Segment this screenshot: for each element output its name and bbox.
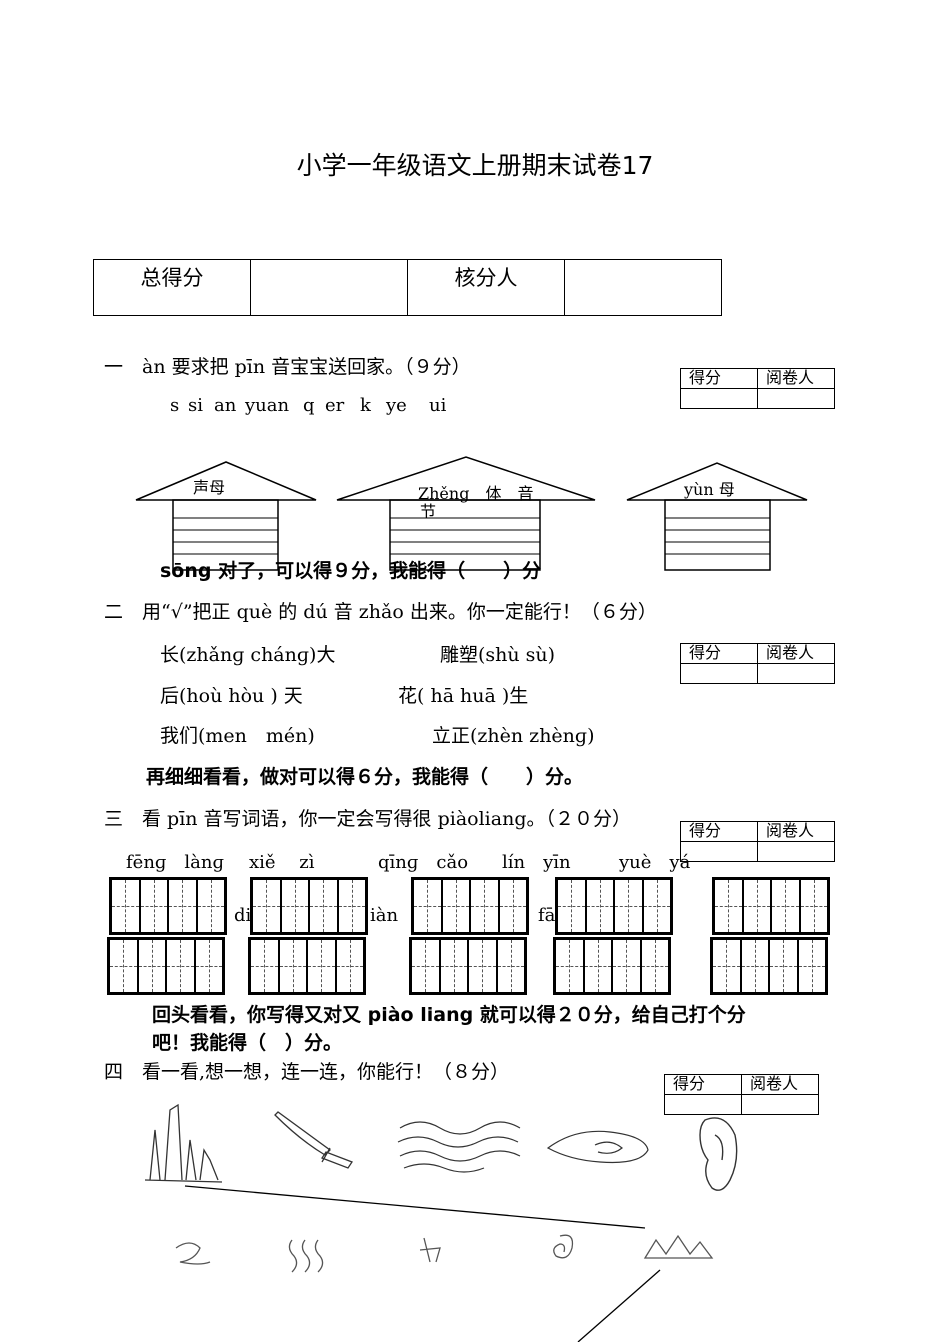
writing-grid[interactable]: [712, 877, 830, 935]
q1-letter: ye: [386, 395, 407, 416]
water-picture: [397, 1121, 521, 1173]
q3-self-score-line1: 回头看看，你写得又对又 piào liang 就可以得２０分，给自己打个分: [152, 1004, 746, 1026]
q2-grader-box: 得分阅卷人: [680, 643, 835, 684]
q1-grader-box: 得分阅卷人: [680, 368, 835, 409]
house-finals: [626, 462, 808, 571]
q3-pinyin: lín yīn: [502, 852, 571, 873]
q2-item[interactable]: 后(hoù hòu ) 天: [160, 685, 303, 707]
knife-picture: [274, 1111, 353, 1169]
total-score-table: 总得分 核分人: [93, 259, 722, 316]
q4-score-label: 得分: [664, 1074, 742, 1095]
house-initials: [135, 461, 317, 571]
q3-pinyin: fā: [538, 905, 556, 926]
q2-reviewer-label: 阅卷人: [757, 643, 835, 664]
q3-score-field[interactable]: [680, 841, 758, 862]
q1-letter: yuan: [245, 395, 290, 416]
q2-item[interactable]: 花( hā huā )生: [398, 685, 529, 707]
q2-item[interactable]: 我们(men mén): [160, 725, 315, 747]
q1-letter: ui: [429, 395, 447, 416]
writing-grid[interactable]: [409, 937, 527, 995]
q3-heading: 三 看 pīn 音写词语，你一定会写得很 piàoliang。（２０分）: [104, 808, 631, 830]
q1-letter: er: [325, 395, 345, 416]
q2-heading: 二 用“√”把正 què 的 dú 音 zhǎo 出来。你一定能行！（６分）: [104, 601, 657, 623]
q3-pinyin: yuè yá: [619, 852, 691, 873]
house-whole-syllables: [336, 456, 596, 571]
q2-item[interactable]: 雕塑(shù sù): [440, 644, 556, 666]
q1-reviewer-field[interactable]: [757, 388, 835, 409]
house-initials-label: 声母: [193, 478, 226, 497]
connect-line[interactable]: [184, 1185, 646, 1229]
q3-reviewer-label: 阅卷人: [757, 821, 835, 842]
q2-self-score: 再细细看看，做对可以得６分，我能得（ ）分。: [146, 766, 584, 788]
q4-grader-box: 得分阅卷人: [664, 1074, 819, 1115]
q3-reviewer-field[interactable]: [757, 841, 835, 862]
q3-pinyin: qīnɡ cǎo: [378, 852, 469, 873]
writing-grid[interactable]: [250, 877, 368, 935]
checker-label: 核分人: [407, 259, 565, 316]
q4-reviewer-label: 阅卷人: [741, 1074, 819, 1095]
writing-grid[interactable]: [109, 877, 227, 935]
q3-pinyin: iàn: [370, 905, 399, 926]
ear-picture: [699, 1117, 738, 1191]
writing-grid[interactable]: [248, 937, 366, 995]
q3-self-score-line2: 吧！我能得（ ）分。: [152, 1032, 343, 1054]
ancient-glyph-row: [175, 1234, 714, 1273]
connect-line[interactable]: [577, 1269, 661, 1342]
q1-letter: an: [214, 395, 237, 416]
writing-grid[interactable]: [710, 937, 828, 995]
writing-grid[interactable]: [553, 937, 671, 995]
q1-letter: q: [303, 395, 315, 416]
q2-item[interactable]: 立正(zhèn zhènɡ): [432, 725, 595, 747]
total-score-label: 总得分: [93, 259, 251, 316]
q1-heading: 一 àn 要求把 pīn 音宝宝送回家。（９分）: [104, 356, 471, 378]
q3-score-label: 得分: [680, 821, 758, 842]
q2-reviewer-field[interactable]: [757, 663, 835, 684]
page-title: 小学一年级语文上册期末试卷17: [296, 151, 654, 180]
q1-letter: si: [188, 395, 203, 416]
checker-field[interactable]: [564, 259, 722, 316]
total-score-field[interactable]: [250, 259, 408, 316]
q4-reviewer-field[interactable]: [741, 1094, 819, 1115]
q3-grader-box: 得分阅卷人: [680, 821, 835, 862]
q1-self-score: sōng 对了，可以得９分，我能得（ ）分: [160, 560, 542, 582]
writing-grid[interactable]: [411, 877, 529, 935]
q2-item[interactable]: 长(zhǎnɡ chánɡ)大: [160, 644, 336, 666]
q2-score-label: 得分: [680, 643, 758, 664]
house-finals-label: yùn 母: [684, 480, 735, 499]
q1-letter: k: [360, 395, 371, 416]
q2-score-field[interactable]: [680, 663, 758, 684]
mountain-picture: [144, 1103, 223, 1183]
q4-score-field[interactable]: [664, 1094, 742, 1115]
q3-pinyin: fēnɡ lànɡ: [126, 852, 225, 873]
cloud-picture: [546, 1130, 649, 1164]
house-whole-label-2: 节: [420, 502, 437, 521]
q3-pinyin: xiě zì: [249, 852, 315, 873]
q1-letter: s: [170, 395, 180, 416]
q3-pinyin: di: [234, 905, 252, 926]
house-whole-label: Zhěng 体 音: [418, 484, 534, 503]
writing-grid[interactable]: [107, 937, 225, 995]
q4-heading: 四 看一看,想一想，连一连，你能行！（８分）: [104, 1061, 510, 1083]
writing-grid[interactable]: [555, 877, 673, 935]
